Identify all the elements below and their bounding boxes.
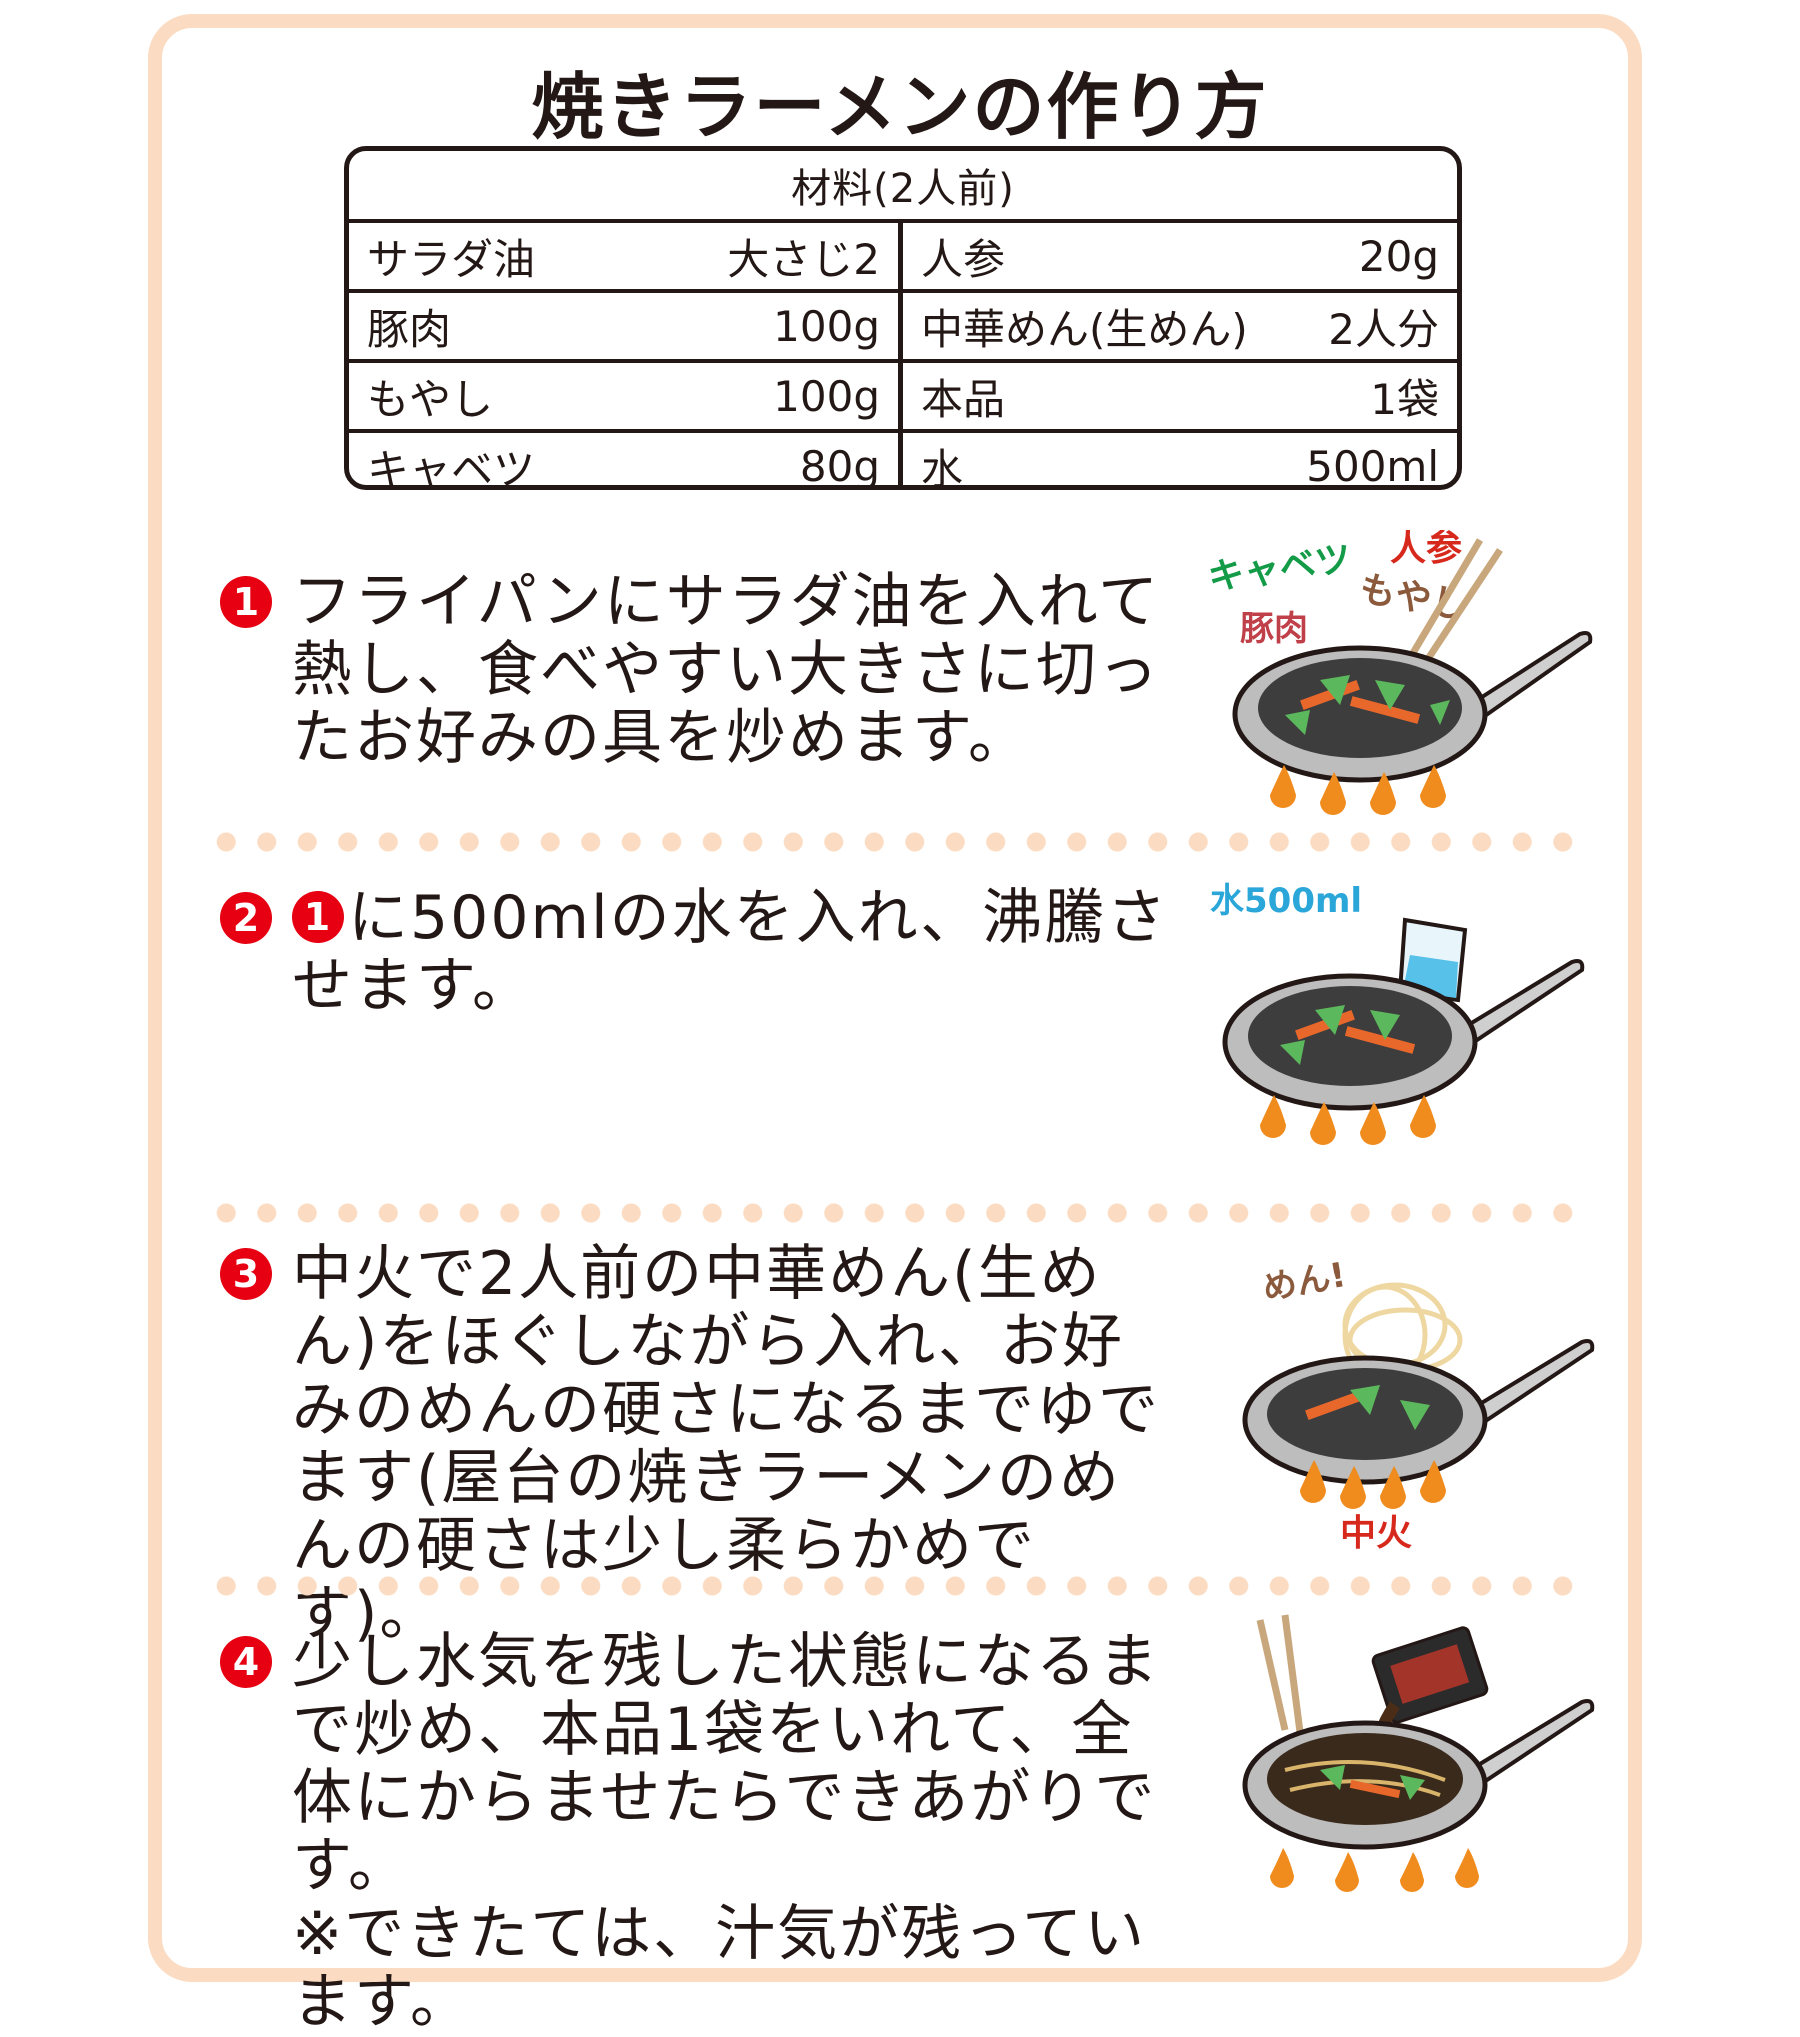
table-row: サラダ油 大さじ2 人参 20g: [349, 223, 1457, 293]
step-number-badge: 3: [220, 1248, 272, 1300]
ingredients-header: 材料(2人前): [349, 151, 1457, 223]
ingredient-amount: 大さじ2: [727, 234, 880, 284]
step-number-badge: 2: [220, 892, 272, 944]
ingredient-amount: 2人分: [1328, 304, 1439, 354]
ingredient-amount: 100g: [773, 301, 880, 351]
dotted-divider: [206, 831, 1586, 853]
ingredient-name: もやし: [367, 374, 494, 424]
step-text: 中火で2人前の中華めん(生めん)をほぐしながら入れ、お好みのめんの硬さになるまで…: [292, 1239, 1160, 1649]
step-text: に500mlの水を入れ、沸騰させます。: [292, 883, 1169, 1021]
ingredient-amount: 100g: [773, 371, 880, 421]
water-label: 水500ml: [1210, 881, 1362, 921]
ingredient-name: 中華めん(生めん): [921, 304, 1248, 354]
noodles-label: めん!: [1260, 1255, 1349, 1309]
cabbage-label: キャベツ: [1206, 538, 1354, 599]
pan-handle-icon: [1456, 959, 1585, 1045]
ingredient-amount: 1袋: [1370, 374, 1439, 424]
ingredient-amount: 80g: [799, 441, 880, 490]
step-text: 少し水気を残した状態になるまで炒め、本品1袋をいれて、全体にからませたらできあが…: [292, 1627, 1160, 1901]
step-1: 1 フライパンにサラダ油を入れて熱し、食べやすい大きさに切ったお好みの具を炒めま…: [220, 568, 1180, 772]
page-title: 焼きラーメンの作り方: [531, 65, 1269, 149]
frying-pan-noodles-illustration: めん! 中火: [1242, 1255, 1595, 1554]
frying-pan-sauce-illustration: [1242, 1614, 1595, 1892]
dotted-divider: [206, 1575, 1586, 1597]
table-row: もやし 100g 本品 1袋: [349, 363, 1457, 433]
pan-handle-icon: [1466, 1339, 1595, 1425]
ingredient-amount: 20g: [1358, 231, 1439, 281]
pork-label: 豚肉: [1240, 609, 1308, 649]
flame-icon: [1270, 1848, 1294, 1888]
step-reference-badge: 1: [292, 891, 344, 944]
ingredients-table: 材料(2人前) サラダ油 大さじ2 人参 20g 豚肉 100g 中華めん(生めん) 2…: [344, 146, 1462, 490]
step-number-badge: 1: [220, 576, 272, 628]
pan-handle-icon: [1466, 1699, 1595, 1785]
chopstick-icon: [1256, 1619, 1289, 1731]
flame-icon: [1270, 765, 1296, 808]
table-row: 豚肉 100g 中華めん(生めん) 2人分: [349, 293, 1457, 363]
step-4: 4 少し水気を残した状態になるまで炒め、本品1袋をいれて、全体にからませたらでき…: [220, 1628, 1180, 2036]
carrot-label: 人参: [1390, 530, 1462, 569]
step-text: フライパンにサラダ油を入れて熱し、食べやすい大きさに切ったお好みの具を炒めます。: [292, 567, 1160, 773]
step-number-badge: 4: [220, 1636, 272, 1688]
ingredient-name: 水: [921, 444, 964, 490]
frying-pan-illustration: キャベツ 人参 もやし 豚肉: [1206, 530, 1593, 815]
ingredient-name: 豚肉: [367, 304, 452, 354]
step-note: ※できたては、汁気が残っています。: [292, 1899, 1147, 2037]
table-row: キャベツ 80g 水 500ml: [349, 433, 1457, 490]
flame-icon: [1300, 1460, 1326, 1503]
ingredient-amount: 500ml: [1306, 441, 1439, 490]
pan-handle-icon: [1464, 631, 1593, 721]
ingredient-name: サラダ油: [367, 234, 536, 284]
dotted-divider: [206, 1202, 1586, 1224]
ingredient-name: 本品: [921, 374, 1006, 424]
ingredient-name: キャベツ: [367, 444, 536, 490]
frying-pan-water-illustration: 水500ml: [1210, 881, 1585, 1145]
step-3: 3 中火で2人前の中華めん(生めん)をほぐしながら入れ、お好みのめんの硬さになる…: [220, 1240, 1180, 1648]
ingredient-name: 人参: [921, 234, 1006, 284]
flame-icon: [1260, 1095, 1286, 1138]
medium-heat-label: 中火: [1340, 1513, 1412, 1554]
